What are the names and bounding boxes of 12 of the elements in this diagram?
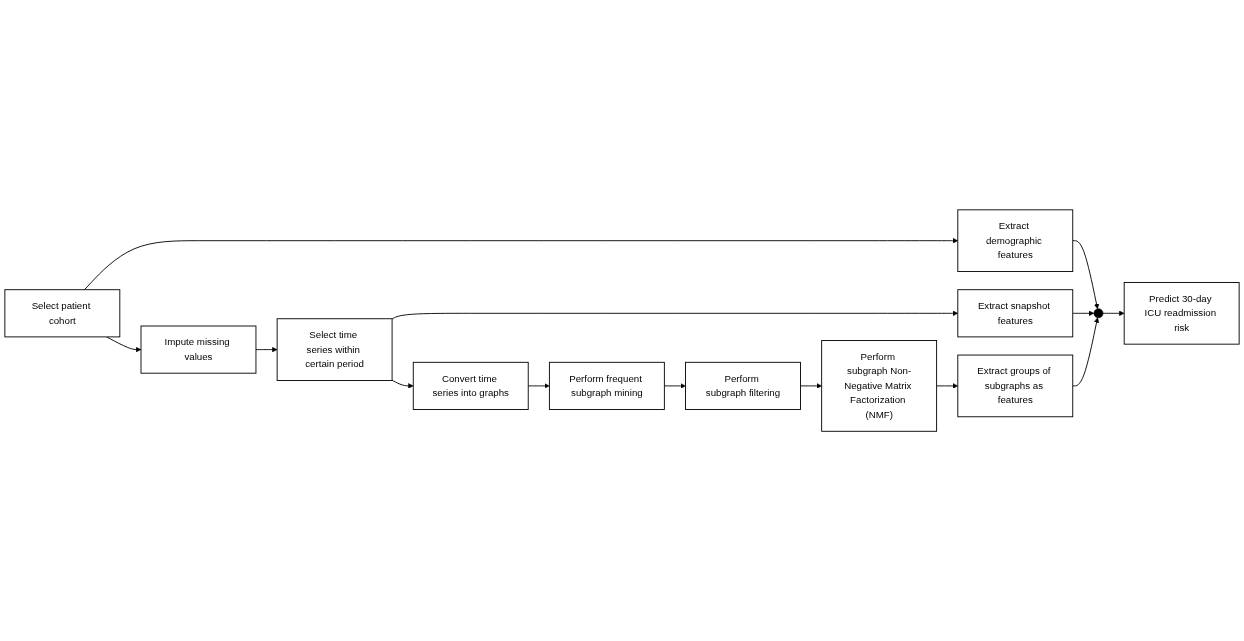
node-box: Perform subgraph filtering <box>685 361 801 410</box>
node-box: Predict 30-day ICU readmission risk <box>1123 281 1240 345</box>
node-box: Perform frequent subgraph mining <box>548 361 665 410</box>
node-box: Select time series within certain period <box>276 318 393 381</box>
node-box: Extract snapshot features <box>957 289 1074 338</box>
node-box: Convert time series into graphs <box>412 361 529 410</box>
node-box: Impute missing values <box>140 325 257 374</box>
node-box: Extract groups of subgraphs as features <box>957 354 1074 418</box>
node-box: Extract demographic features <box>957 209 1074 272</box>
node-box: Select patient cohort <box>4 289 121 338</box>
node-circle <box>1093 308 1104 319</box>
node-box: Perform subgraph Non-Negative Matrix Factorization (NMF) <box>821 340 938 432</box>
